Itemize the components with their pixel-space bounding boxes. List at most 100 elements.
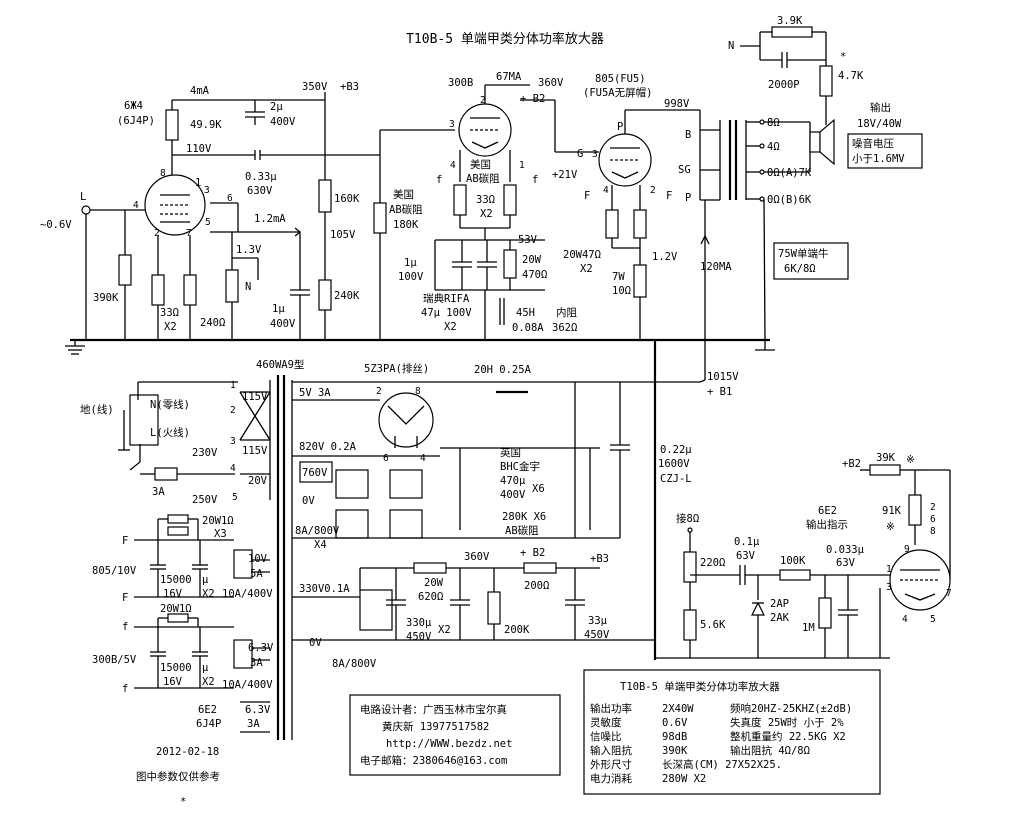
diagram-title: T10B-5 单端甲类分体功率放大器 (406, 31, 604, 47)
svg-text:8: 8 (415, 386, 421, 397)
svg-text:1600V: 1600V (658, 458, 690, 470)
otx-spec-box: 75W单端牛 6K/8Ω (773, 242, 849, 280)
spec-row: 外形尺寸 长深高(CM) 27X52X25. (590, 758, 782, 771)
svg-text:接8Ω: 接8Ω (676, 512, 699, 525)
designer-line-2: 黄庆新 13977517582 (382, 720, 489, 733)
svg-text:280K X6: 280K X6 (502, 511, 546, 523)
mains-input: 地(线) N(零线) L(火线) 3A 1 2 3 4 5 115V 115V … (80, 380, 271, 506)
svg-text:120MA: 120MA (700, 261, 732, 273)
svg-text:200K: 200K (504, 624, 530, 636)
svg-text:0.033μ: 0.033μ (826, 544, 865, 556)
spec-row: 输出功率 2X40W 频响20HZ-25KHZ(±2dB) (590, 702, 852, 715)
svg-text:3: 3 (886, 582, 892, 593)
mains-plug-icon (129, 394, 159, 446)
svg-text:0V: 0V (302, 495, 315, 507)
svg-text:3.9K: 3.9K (777, 15, 803, 27)
svg-text:4: 4 (420, 453, 426, 464)
svg-text:20H 0.25A: 20H 0.25A (474, 364, 532, 376)
designer-line-1: 电路设计者：广西玉林市宝尔真 (360, 703, 507, 716)
svg-text:8Ω: 8Ω (767, 117, 780, 129)
svg-text:91K: 91K (882, 505, 902, 517)
feedback-network: N 3.9K 2000P * 4.7K (728, 15, 864, 97)
svg-text:2AK: 2AK (770, 612, 790, 624)
rectifier-tube-label: 5Z3PA(排丝) (364, 362, 429, 375)
svg-text:2: 2 (480, 95, 486, 106)
svg-text:4: 4 (133, 200, 139, 211)
tube-300b-cathode-network: 53V 20W 470Ω 1μ 100V 瑞典RIFA 47μ 100V X2 (398, 234, 547, 340)
tube-300b-label: 300B (448, 77, 473, 89)
svg-text:63V: 63V (736, 550, 756, 562)
svg-text:3A: 3A (152, 486, 165, 498)
filament-300b: f f 300B/5V 20W1Ω 15000 μ 16V X2 6.3V 3A… (92, 603, 274, 695)
svg-text:内阻: 内阻 (556, 306, 577, 319)
svg-text:0.08A: 0.08A (512, 322, 544, 334)
svg-text:1μ: 1μ (272, 303, 285, 315)
svg-text:5: 5 (205, 217, 211, 228)
svg-text:2: 2 (230, 405, 236, 416)
input-jack-icon (81, 205, 91, 215)
svg-text:4.7K: 4.7K (838, 70, 864, 82)
svg-text:+B2: +B2 (842, 458, 861, 470)
svg-text:瑞典RIFA: 瑞典RIFA (423, 292, 470, 305)
svg-text:X2: X2 (438, 624, 451, 636)
svg-text:10A/400V: 10A/400V (222, 679, 273, 691)
svg-text:18V/40W: 18V/40W (857, 118, 902, 130)
speaker-icon (809, 131, 821, 153)
svg-text:1.2mA: 1.2mA (254, 213, 286, 225)
b2-b3-supply: 330V0.1A 0V 8A/800V 20W 620Ω 330μ 450V X… (292, 547, 655, 670)
svg-text:AB碳阻: AB碳阻 (505, 524, 539, 537)
svg-text:400V: 400V (270, 318, 296, 330)
designer-line-4: 电子邮箱：2380646@163.com (360, 754, 507, 767)
svg-text:75W单端牛: 75W单端牛 (778, 247, 828, 260)
svg-text:+ B1: + B1 (707, 386, 732, 398)
svg-text:16V: 16V (163, 676, 183, 688)
svg-text:330μ: 330μ (406, 617, 432, 629)
driver-cathode-circuit: 1.2mA 1μ 400V 240Ω 1.3V N 33Ω X2 (151, 202, 310, 340)
svg-text:240K: 240K (334, 290, 360, 302)
resistor-390k (118, 254, 132, 286)
spec-row: 信噪比 98dB 整机重量约 22.5KG X2 (590, 730, 846, 743)
svg-text:1015V: 1015V (707, 371, 739, 383)
svg-text:X2: X2 (164, 321, 177, 333)
svg-text:4mA: 4mA (190, 85, 210, 97)
svg-text:英国: 英国 (500, 446, 521, 459)
choke-45h: 45H 0.08A 内阻 362Ω (499, 298, 577, 334)
svg-text:4: 4 (230, 463, 236, 474)
svg-text:灵敏度: 灵敏度 (590, 716, 622, 729)
svg-text:SG: SG (678, 164, 691, 176)
svg-text:N: N (728, 40, 734, 52)
svg-text:信噪比: 信噪比 (590, 730, 622, 743)
svg-text:小于1.6MV: 小于1.6MV (852, 153, 905, 165)
svg-text:450V: 450V (406, 631, 432, 643)
svg-text:630V: 630V (247, 185, 273, 197)
svg-text:AB碳阻: AB碳阻 (389, 203, 423, 216)
spec-row: 输入阻抗 390K 输出阻抗 4Ω/8Ω (590, 744, 810, 757)
svg-text:805/10V: 805/10V (92, 565, 137, 577)
filament-indicator: 6E2 6J4P 6.3V 3A 2012-02-18 图中参数仅供参考 * (136, 701, 271, 808)
input-node-label: L (80, 191, 86, 203)
power-transformer: 460WA9型 (256, 358, 304, 740)
svg-text:16V: 16V (163, 588, 183, 600)
svg-text:230V: 230V (192, 447, 218, 459)
svg-text:6J4P: 6J4P (196, 718, 221, 730)
spec-table: T10B-5 单端甲类分体功率放大器 输出功率 2X40W 频响20HZ-25K… (583, 669, 881, 795)
svg-text:760V: 760V (302, 467, 328, 479)
svg-text:400V: 400V (270, 116, 296, 128)
svg-text:7: 7 (186, 228, 192, 239)
svg-text:P: P (617, 121, 623, 133)
svg-text:*: * (840, 51, 846, 63)
svg-text:μ: μ (202, 662, 209, 674)
svg-text:6: 6 (227, 193, 233, 204)
svg-text:BHC金宇: BHC金宇 (500, 460, 540, 473)
input-level-label: ~0.6V (40, 219, 72, 231)
date-label: 2012-02-18 (156, 746, 219, 758)
svg-text:2X40W: 2X40W (662, 703, 694, 715)
svg-text:10V: 10V (248, 553, 268, 565)
svg-text:49.9K: 49.9K (190, 119, 222, 131)
svg-text:0V: 0V (309, 637, 322, 649)
svg-text:4: 4 (450, 160, 456, 171)
svg-text:8: 8 (930, 526, 936, 537)
svg-text:6: 6 (383, 453, 389, 464)
svg-text:7: 7 (946, 588, 952, 599)
svg-text:9: 9 (904, 544, 910, 555)
